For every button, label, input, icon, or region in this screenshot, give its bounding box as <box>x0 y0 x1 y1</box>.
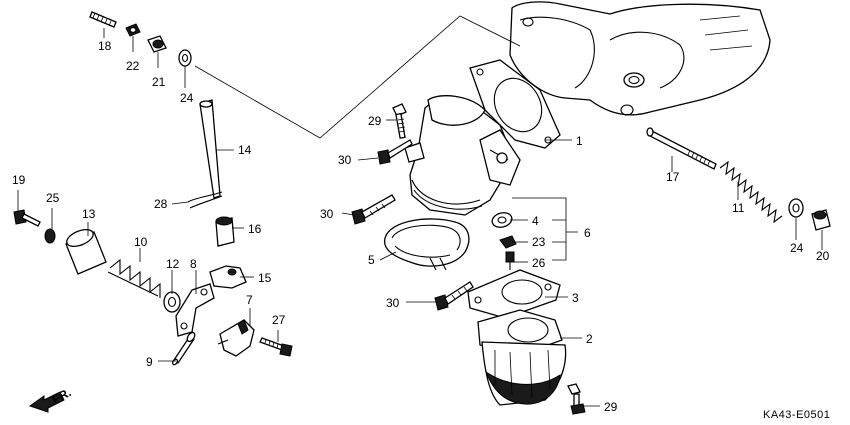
intake-manifold <box>404 95 521 216</box>
bolt-30-a <box>377 139 413 165</box>
sleeve-13 <box>65 229 107 275</box>
callout-4: 4 <box>532 214 539 228</box>
callout-5: 5 <box>368 253 375 267</box>
callout-12: 12 <box>166 257 180 271</box>
bolt-29-bottom <box>567 383 586 415</box>
callout-2: 2 <box>586 332 593 346</box>
callout-19: 19 <box>12 173 26 187</box>
diagram-code: KA43-E0501 <box>763 409 830 421</box>
leader-lines <box>17 28 823 407</box>
pin-28 <box>187 191 223 209</box>
stud-18 <box>89 11 117 28</box>
arm-8 <box>175 283 215 337</box>
callout-10: 10 <box>134 235 148 249</box>
callout-23: 23 <box>532 235 546 249</box>
guide-line <box>194 15 521 139</box>
callout-8: 8 <box>190 257 197 271</box>
callout-7: 7 <box>246 293 253 307</box>
collar-16 <box>215 216 235 247</box>
carburetor-holder-2 <box>477 309 567 406</box>
callout-13: 13 <box>82 207 96 221</box>
bracket-15 <box>209 265 247 289</box>
plate-4 <box>491 212 513 228</box>
callout-3: 3 <box>572 291 579 305</box>
rod-17 <box>646 127 717 170</box>
callout-27: 27 <box>272 313 286 327</box>
shaft-14 <box>199 99 221 199</box>
lever-7 <box>217 319 255 357</box>
pin-9 <box>171 331 196 366</box>
screw-19 <box>13 209 41 227</box>
bolt-30-b <box>351 194 396 225</box>
callout-labels: 1234567891011121314151617181920212223242… <box>12 39 830 414</box>
washer-24-right <box>788 198 804 218</box>
front-direction-arrow: FR. <box>28 385 73 413</box>
callout-24b: 24 <box>790 241 804 255</box>
callout-15: 15 <box>258 271 272 285</box>
nut-22 <box>125 23 141 37</box>
callout-28: 28 <box>154 197 168 211</box>
cap-20 <box>811 209 831 231</box>
callout-25: 25 <box>46 191 60 205</box>
washer-12 <box>163 291 181 313</box>
nut-21 <box>147 35 167 53</box>
washer-24-top <box>178 49 192 67</box>
spring-11 <box>719 160 783 224</box>
bolt-29-top <box>392 103 407 139</box>
callout-22: 22 <box>126 59 140 73</box>
callout-16: 16 <box>248 222 262 236</box>
callout-11: 11 <box>732 201 745 215</box>
callout-17: 17 <box>666 170 680 184</box>
callout-9: 9 <box>146 355 153 369</box>
clamp-band-5 <box>383 218 470 271</box>
bolt-27 <box>259 337 293 357</box>
callout-21: 21 <box>152 75 166 89</box>
cylinder-head <box>509 1 771 116</box>
callout-14: 14 <box>238 143 252 157</box>
callout-1: 1 <box>576 134 583 148</box>
callout-29b: 29 <box>604 400 618 414</box>
callout-18: 18 <box>98 39 112 53</box>
clip-23 <box>499 235 517 249</box>
callout-20: 20 <box>816 249 830 263</box>
spring-10 <box>107 258 161 298</box>
washer-25 <box>44 228 56 244</box>
callout-30c: 30 <box>386 296 400 310</box>
callout-29a: 29 <box>368 114 382 128</box>
callout-26: 26 <box>532 256 546 270</box>
callout-24a: 24 <box>180 91 194 105</box>
callout-30a: 30 <box>338 153 352 167</box>
callout-6: 6 <box>584 226 591 240</box>
callout-30b: 30 <box>320 207 334 221</box>
bolt-30-c <box>434 281 474 311</box>
insulator-3 <box>467 269 561 319</box>
screw-26 <box>505 251 515 270</box>
